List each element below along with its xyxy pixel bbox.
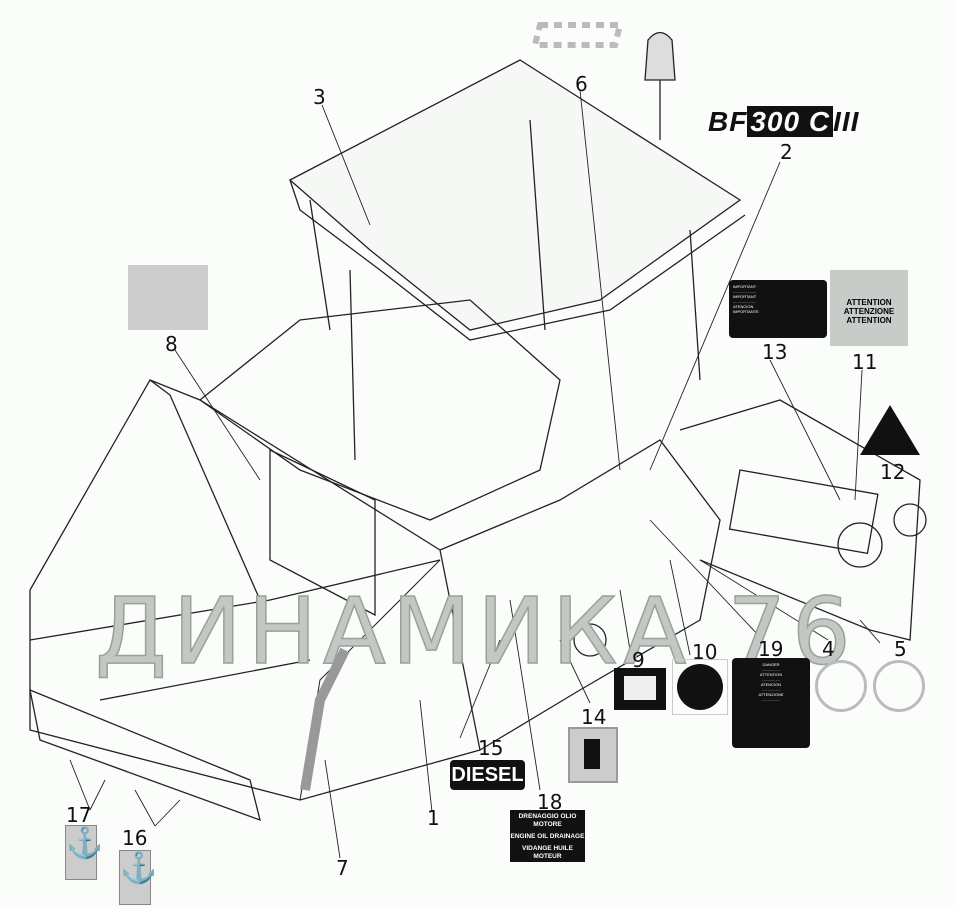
- leader-line-10: [669, 559, 691, 656]
- brand-suffix: III: [833, 106, 860, 137]
- hopper: [29, 379, 481, 801]
- battery-icon: [624, 676, 656, 700]
- fuel-cap: [573, 623, 607, 657]
- decal-heading: ATTENZIONE: [758, 692, 784, 697]
- leader-line-19: [649, 519, 761, 638]
- decal-line: ATTENZIONE: [843, 307, 895, 316]
- decal-hand-warning: [128, 265, 208, 330]
- decal-heading: IMPORTANTE: [733, 309, 759, 314]
- leader-line-9: [619, 589, 631, 651]
- leader-line-14: [559, 639, 591, 704]
- leader-line-5: [859, 619, 881, 644]
- side-body: [439, 439, 721, 751]
- hopper-stripe: [300, 647, 350, 791]
- front-bumper: [29, 688, 261, 822]
- decal-hook-16: ⚓: [119, 850, 157, 905]
- decal-line: VIDANGE HUILE MOTEUR: [522, 845, 573, 860]
- decal-oil-drain: DRENAGGIO OLIO MOTORE ENGINE OIL DRAINAGE…: [510, 810, 585, 862]
- leader-lines: [69, 89, 881, 859]
- fuel-pump-icon: [584, 739, 600, 769]
- callout-19: 19: [758, 637, 784, 661]
- callout-2: 2: [780, 140, 793, 164]
- callout-12: 12: [880, 460, 906, 484]
- callout-6: 6: [575, 72, 588, 96]
- callout-11: 11: [852, 350, 878, 374]
- decal-line: ATTENTION: [846, 316, 892, 325]
- callout-1: 1: [427, 806, 440, 830]
- callout-3: 3: [313, 85, 326, 109]
- decal-fuel-pump: [568, 727, 618, 783]
- callout-17: 17: [66, 803, 92, 827]
- beacon: [644, 31, 676, 81]
- decal-no-oil: [873, 660, 925, 712]
- leader-line-4: [699, 559, 829, 641]
- screed: [679, 399, 921, 641]
- decal-text-placeholder: ................: [762, 667, 780, 672]
- decal-line: ENGINE OIL DRAINAGE: [510, 833, 585, 840]
- leader-line-1: [419, 699, 433, 813]
- callout-10: 10: [692, 640, 718, 664]
- decal-heading: ATENCION: [733, 304, 754, 309]
- decal-heading: IMPORTANT: [733, 284, 757, 289]
- hook-icon: ⚓: [66, 827, 104, 860]
- leader-line-7: [324, 759, 341, 859]
- decal-battery: [614, 668, 666, 710]
- decal-text-placeholder: ................: [762, 677, 780, 682]
- callout-18: 18: [537, 790, 563, 814]
- callout-13: 13: [762, 340, 788, 364]
- watermark: ДИНАМИКА 76: [94, 577, 857, 686]
- leader-line-2: [649, 161, 781, 471]
- decal-line: DRENAGGIO OLIO MOTORE: [518, 813, 577, 828]
- decal-heading: ATTENTION: [759, 672, 783, 677]
- leader-line-15: [459, 639, 501, 739]
- leader-line-18: [509, 599, 541, 791]
- decal-text-placeholder: .....................: [733, 289, 757, 294]
- leader-line-3: [321, 104, 371, 226]
- canopy-roof: [288, 59, 742, 331]
- hazard-stripe-decal: [531, 22, 624, 48]
- decal-gears: [672, 659, 728, 715]
- leader-line-17: [69, 759, 106, 811]
- decal-no-gears: [815, 660, 867, 712]
- decal-text-placeholder: .....................: [733, 299, 757, 304]
- leader-line-11: [854, 369, 863, 501]
- decal-battery-welding-warning: DANGER................ ATTENTION........…: [732, 658, 810, 748]
- screed-flange: [837, 522, 883, 568]
- callout-9: 9: [632, 648, 645, 672]
- screed-tube: [728, 469, 879, 555]
- callout-15: 15: [478, 736, 504, 760]
- decal-important: IMPORTANT..................... IMPORTANT…: [729, 280, 827, 338]
- decal-heading: IMPORTANT: [733, 294, 757, 299]
- gears-icon: [677, 664, 723, 710]
- leader-line-6: [579, 89, 621, 471]
- brand-number: 300 C: [747, 106, 834, 137]
- callout-7: 7: [336, 856, 349, 880]
- callout-14: 14: [581, 705, 607, 729]
- callout-4: 4: [822, 637, 835, 661]
- canopy-posts: [309, 119, 701, 461]
- decal-line: ATTENTION: [846, 298, 892, 307]
- decal-hook-17: ⚓: [65, 825, 103, 880]
- leader-line-8: [174, 349, 261, 481]
- side-panel: [269, 448, 376, 617]
- callout-16: 16: [122, 826, 148, 850]
- callout-5: 5: [894, 637, 907, 661]
- leader-line-13: [769, 359, 841, 501]
- screed-flange-end: [893, 503, 927, 537]
- engine-hood: [198, 299, 561, 521]
- decal-diesel: DIESEL: [450, 760, 525, 790]
- hook-icon: ⚓: [120, 852, 158, 885]
- decal-heading: ATENCION: [760, 682, 782, 687]
- decal-text-placeholder: ................: [762, 697, 780, 702]
- decal-text-placeholder: ................: [762, 687, 780, 692]
- decal-heading: DANGER: [762, 662, 780, 667]
- hopper-floor: [29, 379, 441, 701]
- callout-8: 8: [165, 332, 178, 356]
- leader-line-16: [134, 789, 181, 827]
- brand-model: BF: [708, 106, 748, 137]
